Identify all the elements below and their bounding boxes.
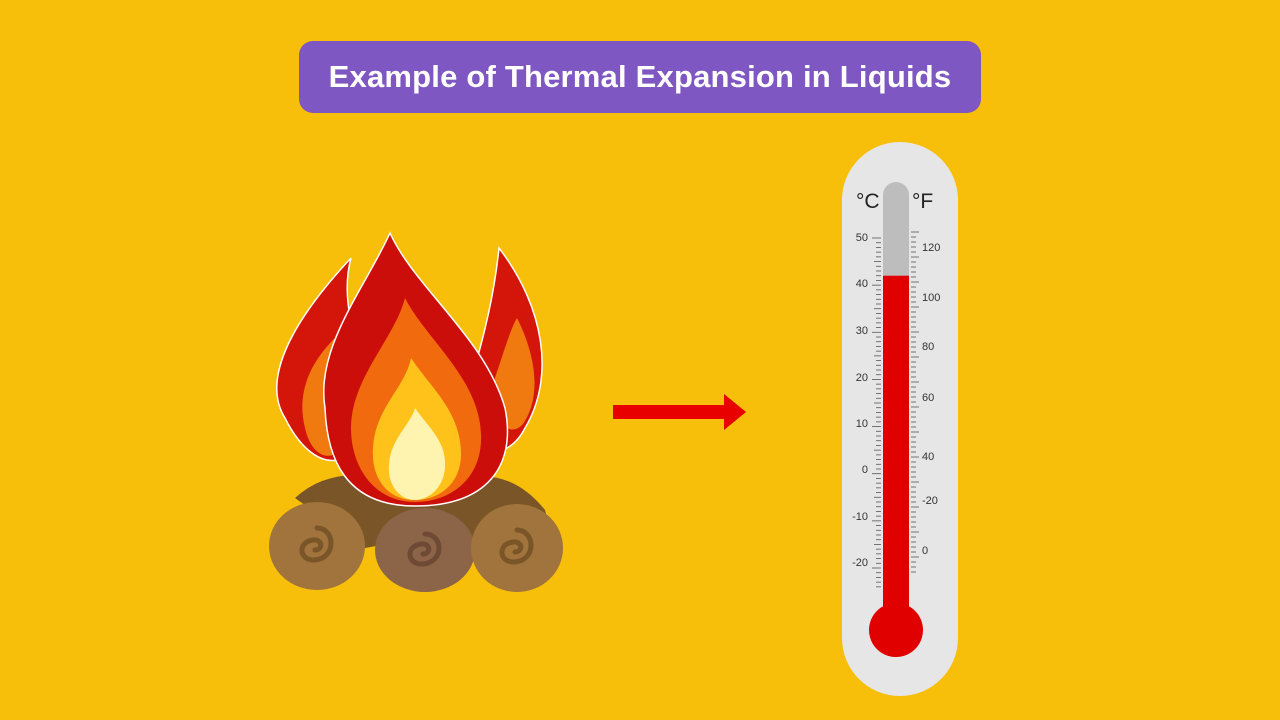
fahrenheit-tick-label: 0 bbox=[922, 545, 929, 557]
scale-ticks bbox=[872, 231, 919, 588]
celsius-tick-label: 20 bbox=[855, 372, 868, 384]
flames bbox=[276, 231, 543, 507]
celsius-tick-label: 40 bbox=[855, 278, 868, 290]
liquid-column bbox=[883, 275, 909, 622]
fahrenheit-tick-label: -20 bbox=[922, 495, 938, 507]
title-banner: Example of Thermal Expansion in Liquids bbox=[299, 41, 981, 113]
celsius-tick-label: 10 bbox=[855, 418, 868, 430]
thermometer-bulb bbox=[869, 603, 923, 657]
diagram-title: Example of Thermal Expansion in Liquids bbox=[328, 59, 952, 94]
arrow-right-icon bbox=[613, 394, 746, 430]
fahrenheit-tick-label: 120 bbox=[922, 242, 941, 254]
fahrenheit-unit-label: °F bbox=[912, 190, 934, 213]
fahrenheit-tick-label: 80 bbox=[922, 341, 935, 353]
campfire-icon bbox=[269, 231, 563, 592]
celsius-tick-label: 50 bbox=[855, 232, 868, 244]
fahrenheit-tick-label: 60 bbox=[922, 392, 935, 404]
fahrenheit-tick-label: 100 bbox=[922, 292, 941, 304]
celsius-unit-label: °C bbox=[856, 190, 880, 213]
celsius-tick-label: -20 bbox=[852, 557, 868, 569]
celsius-tick-label: -10 bbox=[852, 511, 868, 523]
fahrenheit-tick-label: 40 bbox=[922, 451, 935, 463]
celsius-tick-label: 30 bbox=[855, 325, 868, 337]
celsius-tick-label: 0 bbox=[861, 464, 868, 476]
thermometer-icon bbox=[842, 142, 958, 696]
